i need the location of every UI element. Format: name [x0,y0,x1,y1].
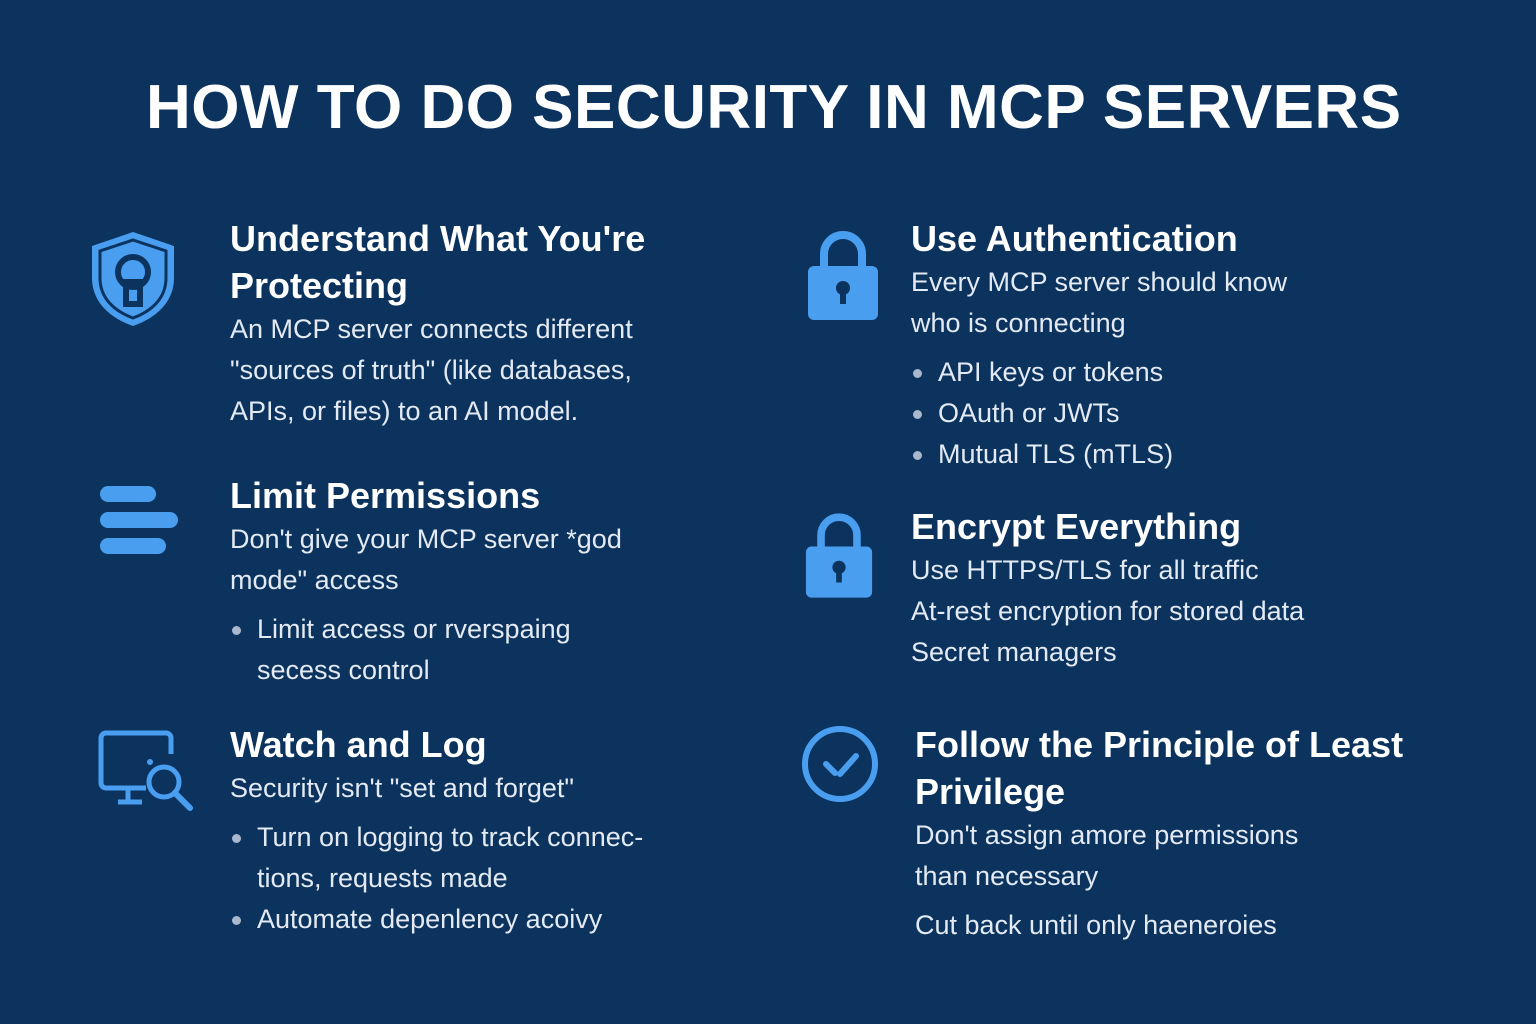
section-understand: Understand What You're Protecting An MCP… [230,215,645,432]
section-heading: Understand What You're [230,218,646,259]
section-text: "sources of truth" (like databases, [230,355,632,385]
section-heading: Limit Permissions [230,475,541,516]
section-heading: Use Authentication [911,218,1238,259]
section-text: APIs, or files) to an AI model. [230,396,579,426]
bullet-item: OAuth or JWTs [911,393,1287,434]
section-text: Use HTTPS/TLS for all traffic [911,555,1259,585]
monitor-search-icon [98,730,193,811]
section-heading: Encrypt Everything [911,506,1242,547]
section-text: At-rest encryption for stored data [911,596,1305,626]
section-text: mode" access [230,565,399,595]
section-watch-log: Watch and Log Security isn't "set and fo… [230,721,643,940]
section-text: Don't give your MCP server *god [230,524,622,554]
lock-icon [805,513,873,598]
section-text: than necessary [915,861,1099,891]
section-text: Don't assign amore permissions [915,820,1299,850]
lines-icon [100,486,178,554]
section-heading: Watch and Log [230,724,487,765]
section-encrypt: Encrypt Everything Use HTTPS/TLS for all… [911,503,1304,673]
section-text: Cut back until only haeneroies [915,910,1277,940]
lock-icon [808,231,878,320]
bullet-item-cont: tions, requests made [257,863,508,893]
section-text: who is connecting [911,308,1126,338]
bullet-item: Turn on logging to track connec- [230,817,643,858]
bullet-item-cont: secess control [257,655,430,685]
bullet-item: API keys or tokens [911,352,1287,393]
bullet-item: Limit access or rverspaing [230,609,622,650]
section-text: An MCP server connects different [230,314,633,344]
section-text: Every MCP server should know [911,267,1288,297]
section-heading: Privilege [915,771,1066,812]
section-heading: Protecting [230,265,409,306]
section-least-privilege: Follow the Principle of Least Privilege … [915,721,1403,946]
section-heading: Follow the Principle of Least [915,724,1404,765]
check-circle-icon [802,726,878,802]
section-text: Secret managers [911,637,1117,667]
shield-keyhole-icon [92,232,174,326]
section-authentication: Use Authentication Every MCP server shou… [911,215,1287,475]
bullet-item: Mutual TLS (mTLS) [911,434,1287,475]
page-title: HOW TO DO SECURITY IN MCP SERVERS [146,73,1402,142]
section-text: Security isn't "set and forget" [230,773,574,803]
bullet-item: Automate depenlency acoivy [230,899,643,940]
section-limit-permissions: Limit Permissions Don't give your MCP se… [230,472,622,691]
